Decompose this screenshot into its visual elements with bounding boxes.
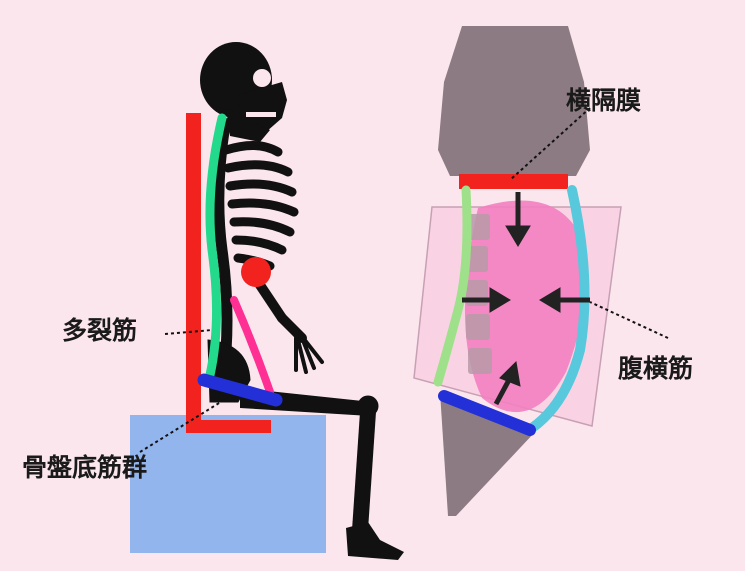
label-pelvic-floor: 骨盤底筋群 <box>22 455 147 480</box>
bottom-rule <box>0 571 745 577</box>
label-multifidus: 多裂筋 <box>62 318 137 343</box>
seat-box <box>130 415 326 553</box>
ribcage <box>226 145 294 266</box>
diaphragm-marker <box>241 257 271 287</box>
label-diaphragm: 横隔膜 <box>566 88 641 113</box>
label-transversus-abdominis: 腹横筋 <box>618 356 693 381</box>
skull <box>200 42 287 142</box>
